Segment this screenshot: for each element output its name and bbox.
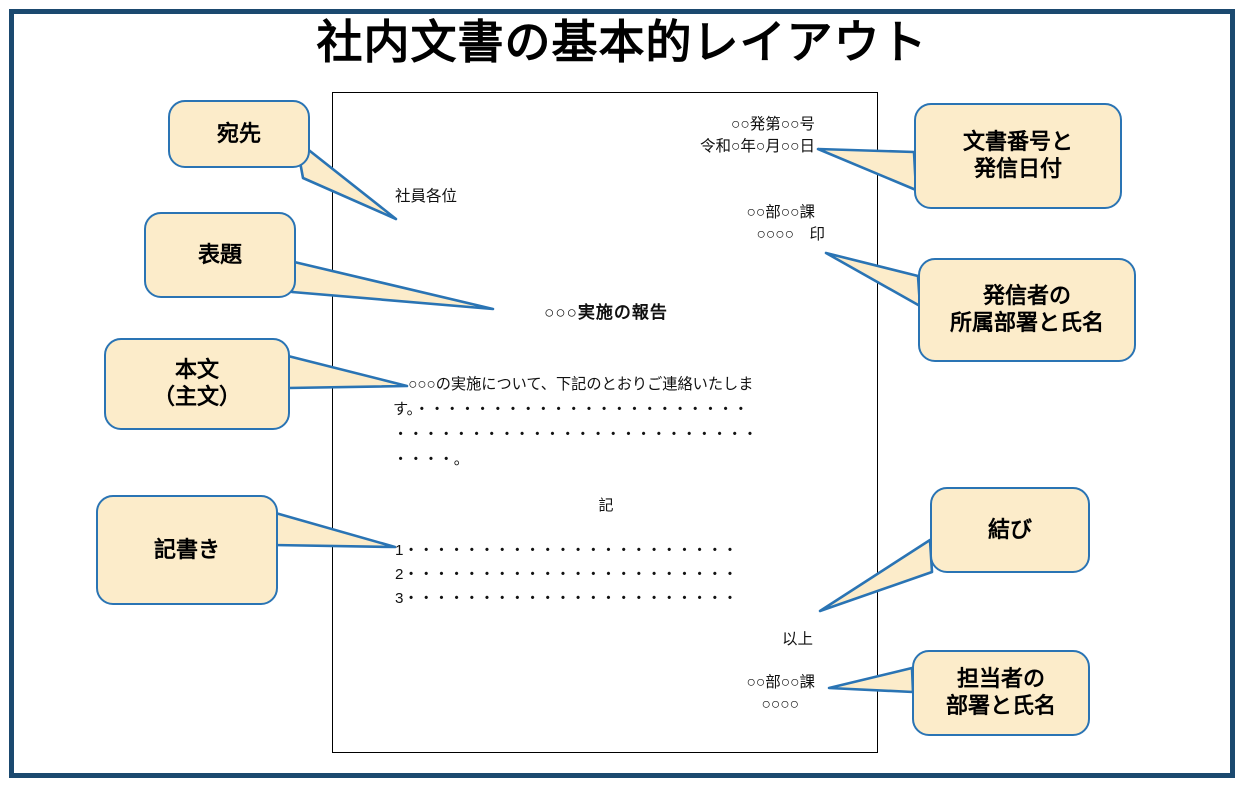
callout-closing[interactable]: 結び: [930, 487, 1090, 573]
callout-subject[interactable]: 表題: [144, 212, 296, 298]
numbered-items: 1・・・・・・・・・・・・・・・・・・・・・・ 2・・・・・・・・・・・・・・・…: [395, 542, 738, 607]
document-subject: ○○○実施の報告: [544, 303, 668, 322]
callout-addressee[interactable]: 宛先: [168, 100, 310, 168]
document-date: 令和○年○月○○日: [700, 138, 815, 155]
contact-department: ○○部○○課: [746, 674, 815, 691]
callout-sender[interactable]: 発信者の 所属部署と氏名: [918, 258, 1136, 362]
slide-outer-border: [9, 9, 1235, 778]
document-number: ○○発第○○号: [731, 116, 815, 133]
callout-body[interactable]: 本文 （主文）: [104, 338, 290, 430]
callout-items[interactable]: 記書き: [96, 495, 278, 605]
ki-label: 記: [598, 497, 614, 514]
contact-name: ○○○○: [761, 696, 799, 713]
page-title: 社内文書の基本的レイアウト: [316, 16, 928, 68]
document-page: ○○発第○○号 令和○年○月○○日 社員各位 ○○部○○課 ○○○○ 印 ○○○…: [332, 92, 878, 753]
callout-doc-number-date[interactable]: 文書番号と 発信日付: [914, 103, 1122, 209]
document-body: ○○○の実施について、下記のとおりご連絡いたしま す。・・・・・・・・・・・・・…: [393, 376, 758, 468]
callout-contact[interactable]: 担当者の 部署と氏名: [912, 650, 1090, 736]
closing-label: 以上: [781, 631, 813, 648]
sender-department: ○○部○○課: [746, 204, 815, 221]
sender-name: ○○○○ 印: [756, 226, 825, 243]
document-addressee: 社員各位: [395, 188, 458, 205]
